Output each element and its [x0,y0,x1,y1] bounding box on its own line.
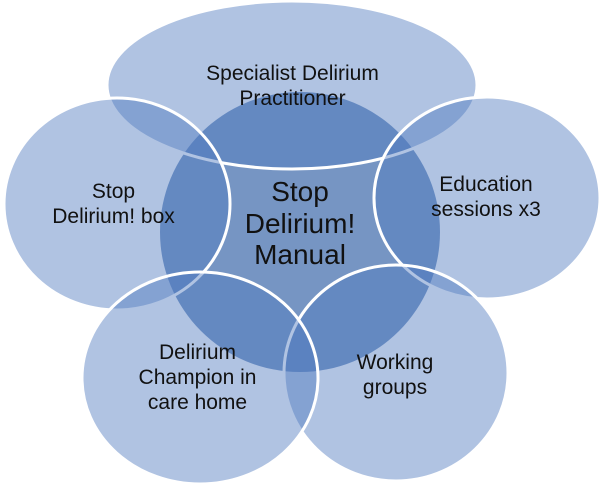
node-champion-label: Delirium Champion in care home [125,340,270,416]
node-line: Delirium! box [52,205,175,229]
node-box-label: Stop Delirium! box [36,179,191,229]
center-line: Stop [271,176,329,207]
node-line: care home [147,391,248,415]
circle-working [282,263,510,483]
circle-specialist [105,0,479,171]
center-label: Stop Delirium! Manual [230,176,370,271]
node-line: Delirium [158,341,236,364]
node-line: Education [439,173,533,196]
circle-champion [80,270,320,486]
node-education-label: Education sessions x3 [411,172,561,222]
circle-box [2,96,232,312]
node-line: Specialist Delirium [206,62,379,85]
node-line: Stop [91,180,136,203]
node-specialist-label: Specialist Delirium Practitioner [170,61,415,111]
node-line: sessions x3 [431,198,541,222]
node-line: Working [356,351,434,374]
node-line: Champion in [138,366,257,390]
center-line: Manual [254,239,346,271]
center-line: Delirium! [244,207,356,239]
node-line: groups [362,376,428,400]
node-working-label: Working groups [330,350,460,400]
circle-education [372,95,600,301]
node-line: Practitioner [239,87,346,111]
